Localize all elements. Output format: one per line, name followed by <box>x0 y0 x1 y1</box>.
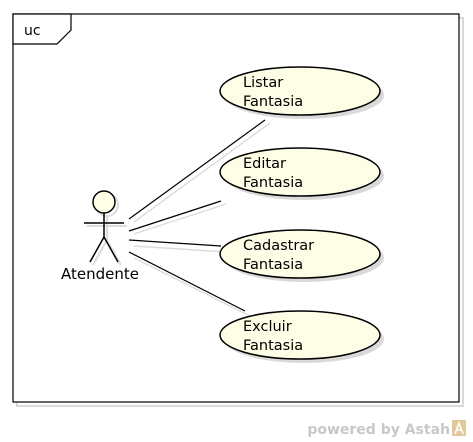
frame-label: uc <box>24 23 41 39</box>
usecase-label-line1: Cadastrar <box>243 238 314 254</box>
actor-left-leg <box>89 236 105 263</box>
frame-tag <box>12 13 72 45</box>
usecase-listar-fantasia[interactable]: Listar Fantasia <box>219 66 384 119</box>
usecase-ellipse <box>219 229 381 279</box>
usecase-label-line2: Fantasia <box>243 94 303 110</box>
usecase-label-line1: Listar <box>243 75 283 91</box>
usecase-label-line1: Editar <box>243 156 286 172</box>
astah-logo-icon <box>452 420 466 436</box>
actor-name: Atendente <box>61 265 139 283</box>
usecase-label-line2: Fantasia <box>243 257 303 273</box>
actor-right-leg <box>103 236 119 263</box>
usecase-excluir-fantasia[interactable]: Excluir Fantasia <box>219 310 384 363</box>
usecase-editar-fantasia[interactable]: Editar Fantasia <box>219 147 384 200</box>
actor-head <box>92 190 116 214</box>
powered-by-watermark: powered by Astah <box>307 422 450 438</box>
association-listar <box>128 119 266 220</box>
associations <box>128 119 266 312</box>
usecase-ellipse <box>219 310 381 360</box>
usecase-label-line2: Fantasia <box>243 175 303 191</box>
usecase-ellipse <box>219 147 381 197</box>
usecase-label-line2: Fantasia <box>243 338 303 354</box>
actor-figure[interactable] <box>84 190 127 266</box>
association-cadastrar <box>128 239 222 247</box>
usecase-ellipse <box>219 66 381 116</box>
association-excluir <box>128 251 246 312</box>
usecase-label-line1: Excluir <box>243 319 292 335</box>
association-shadows <box>133 122 271 317</box>
usecase-cadastrar-fantasia[interactable]: Cadastrar Fantasia <box>219 229 384 282</box>
association-editar <box>128 200 222 232</box>
